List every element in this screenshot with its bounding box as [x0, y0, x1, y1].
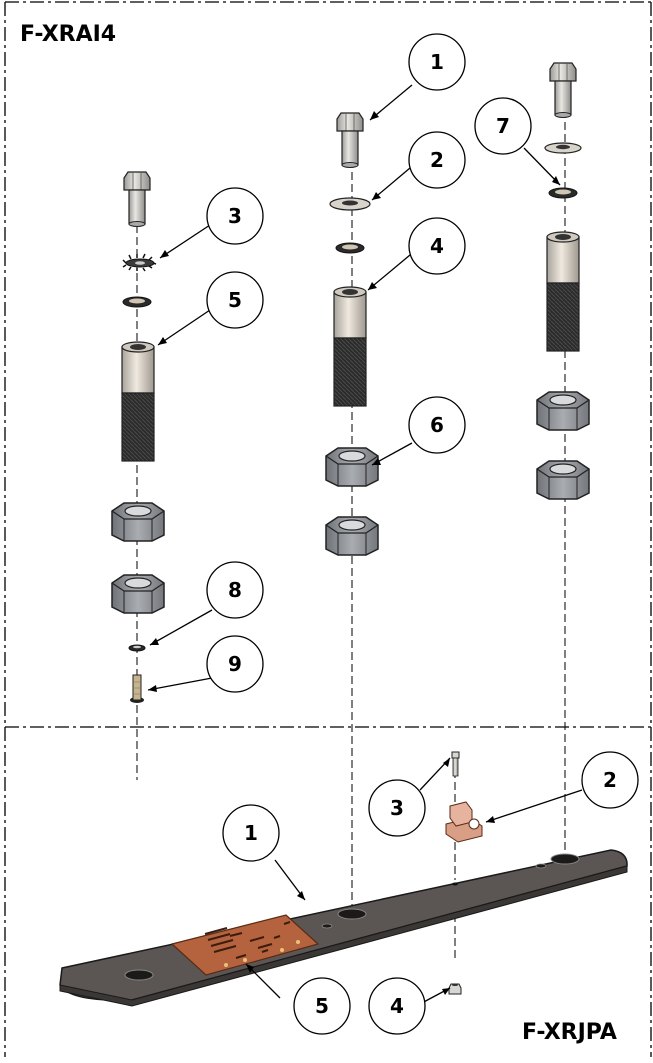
washer-middle: [335, 242, 365, 254]
frame-border: [4, 1, 652, 1057]
svg-text:2: 2: [430, 148, 444, 172]
cable-clip: [445, 801, 483, 843]
svg-text:5: 5: [315, 994, 329, 1018]
callout-top-1: 1: [408, 33, 466, 91]
svg-text:4: 4: [430, 234, 444, 258]
callout-top-2: 2: [408, 131, 466, 189]
spacer-middle: [333, 286, 367, 407]
svg-text:3: 3: [390, 796, 404, 820]
svg-text:2: 2: [603, 768, 617, 792]
callout-bottom-3: 3: [368, 779, 426, 837]
svg-text:8: 8: [228, 578, 242, 602]
star-washer-left: [122, 253, 157, 272]
base-plate: [59, 849, 628, 1007]
nut-left-2: [111, 574, 165, 614]
svg-text:1: 1: [244, 821, 258, 845]
svg-text:7: 7: [496, 114, 510, 138]
left-stack: [111, 171, 165, 703]
callout-bottom-5: 5: [293, 977, 351, 1035]
bolt-right: [549, 62, 577, 119]
washer-left: [122, 296, 152, 308]
nut-left-1: [111, 502, 165, 542]
brass-screw-left: [130, 674, 144, 703]
callout-top-6: 6: [408, 396, 466, 454]
leader-arrows: [148, 111, 560, 995]
svg-text:6: 6: [430, 413, 444, 437]
callout-bottom-1: 1: [222, 804, 280, 862]
right-stack: [536, 62, 590, 500]
copper-pad: [170, 914, 320, 976]
callout-top-8: 8: [206, 561, 264, 619]
nut-right-1: [536, 391, 590, 431]
spacer-right: [546, 231, 580, 352]
bolt-middle: [336, 112, 364, 169]
callout-bottom-4: 4: [368, 977, 426, 1035]
svg-text:9: 9: [228, 652, 242, 676]
callout-top-3: 3: [206, 187, 264, 245]
callouts-top: 1 2 3 4 5 6 7: [206, 33, 532, 693]
nut-right-2: [536, 460, 590, 500]
bolt-left: [123, 171, 151, 228]
svg-text:1: 1: [430, 50, 444, 74]
washer-right: [548, 187, 578, 199]
callout-top-7: 7: [474, 97, 532, 155]
nut-middle-1: [325, 447, 379, 487]
top-section-title: F-XRAI4: [20, 22, 117, 47]
small-washer-left: [128, 644, 146, 652]
spacer-left: [121, 341, 155, 462]
small-screw-bottom: [451, 751, 460, 777]
nut-middle-2: [325, 516, 379, 556]
callout-bottom-2: 2: [581, 751, 639, 809]
callout-top-9: 9: [206, 635, 264, 693]
middle-stack: [325, 112, 379, 556]
small-nut-bottom: [448, 983, 462, 995]
callout-top-4: 4: [408, 217, 466, 275]
flat-washer-middle: [329, 197, 371, 211]
callouts-bottom: 1 2 3 4 5: [222, 751, 639, 1035]
bottom-section-title: F-XRJPA: [522, 1020, 617, 1045]
flat-washer-right: [544, 142, 582, 154]
svg-text:5: 5: [228, 288, 242, 312]
svg-text:3: 3: [228, 204, 242, 228]
svg-text:4: 4: [390, 994, 404, 1018]
callout-top-5: 5: [206, 271, 264, 329]
